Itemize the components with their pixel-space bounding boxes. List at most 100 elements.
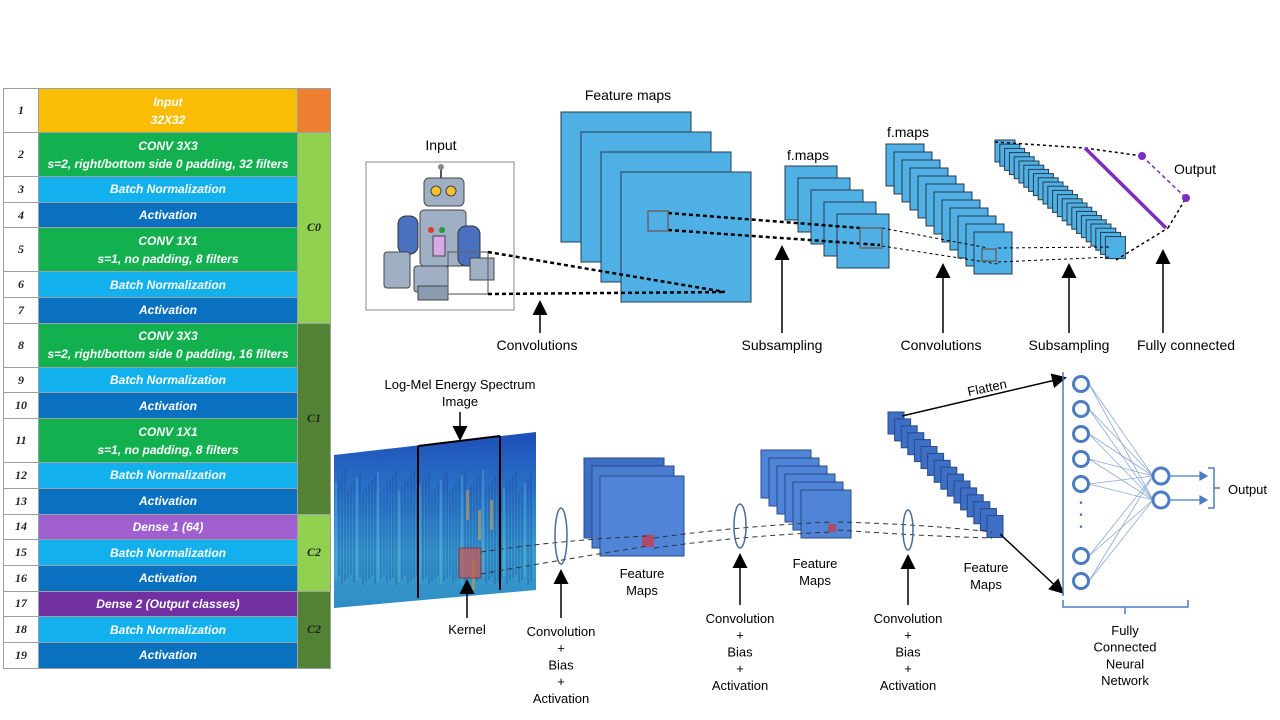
fmaps-1-stack: [784, 165, 890, 269]
feature-map: [1104, 236, 1126, 260]
operation-label-line: +: [736, 661, 744, 676]
ellipsis-dot-2: •: [1079, 510, 1083, 521]
layer-description-line: Batch Normalization: [109, 468, 226, 483]
layer-description: Activation: [38, 297, 298, 324]
table-row: 11 CONV 1X1 s=1, no padding, 8 filters: [3, 418, 331, 464]
operation-label-line: Bias: [727, 644, 753, 659]
subsampling-2-label: Subsampling: [1029, 337, 1110, 353]
robot-image: [365, 161, 515, 311]
block-group-label: C0: [297, 132, 331, 324]
layer-description-line: Batch Normalization: [109, 373, 226, 388]
layer-number: 15: [3, 539, 39, 566]
fc-connection: [1088, 458, 1154, 477]
feature-maps-stage-1: [583, 457, 685, 557]
table-row: 19 Activation: [3, 641, 331, 669]
operation-labels: Convolution+Bias+ActivationConvolution+B…: [527, 611, 943, 706]
block-group-label: C2: [297, 590, 331, 669]
layer-number: 1: [3, 88, 39, 133]
block-group-label: C1: [297, 322, 331, 515]
operation-arrows: [553, 553, 916, 618]
fc-connection: [1088, 475, 1154, 557]
projection-lines: [487, 211, 881, 296]
operation-label-line: Convolution: [874, 611, 943, 626]
spectrogram-image: [334, 432, 536, 608]
spectrum-label-2: Image: [442, 394, 478, 409]
operation-label-line: Activation: [712, 678, 768, 693]
conv-window-3: [981, 248, 997, 262]
block-group-label: [297, 88, 331, 133]
operation-label-line: +: [904, 628, 912, 643]
fc-connection: [1088, 475, 1154, 485]
layer-description-line: 32X32: [150, 112, 186, 127]
layer-description-line: s=2, right/bottom side 0 padding, 16 fil…: [47, 347, 289, 362]
layer-number: 8: [3, 322, 39, 368]
layer-description-line: CONV 1X1: [138, 424, 198, 439]
layer-description-line: CONV 3X3: [138, 138, 198, 153]
layer-description-line: Activation: [138, 208, 197, 223]
fcnn-label-line: Fully: [1111, 623, 1139, 638]
feature-maps-3-line1: Feature: [964, 560, 1009, 575]
fc-connection: [1088, 433, 1154, 477]
operation-label-line: Convolution: [706, 611, 775, 626]
layer-description: Activation: [38, 487, 298, 515]
fully-connected-label: Fully connected: [1137, 337, 1235, 353]
fc-node: [1072, 572, 1090, 590]
feature-maps-1-line2: Maps: [626, 583, 658, 598]
feature-maps-stage-2: [760, 449, 852, 539]
layer-number: 11: [3, 418, 39, 464]
layer-description: Activation: [38, 201, 298, 229]
fmaps-1-label: f.maps: [787, 147, 829, 163]
fcnn-label-line: Neural: [1106, 656, 1144, 671]
operation-label-line: Activation: [533, 691, 589, 706]
feature-map: [800, 489, 852, 539]
fully-connected-block: [994, 141, 1190, 261]
fc-connection: [1088, 408, 1154, 501]
feature-map: [973, 231, 1013, 275]
operation-label-line: Bias: [548, 657, 574, 672]
layer-number: 12: [3, 462, 39, 489]
feature-maps-2-line2: Maps: [799, 573, 831, 588]
layer-description-line: Activation: [138, 398, 197, 413]
layer-description-line: Activation: [138, 648, 197, 663]
ellipsis-dot-3: •: [1079, 522, 1083, 533]
conv-window-1: [647, 210, 669, 232]
layer-description: CONV 1X1 s=1, no padding, 8 filters: [38, 418, 298, 464]
fc-input-nodes: [1072, 375, 1090, 590]
fc-connection: [1088, 383, 1154, 477]
block-group-label: C2: [297, 513, 331, 592]
output-arrows: [1170, 470, 1209, 506]
layer-number: 19: [3, 641, 39, 669]
output-node-2: [1151, 490, 1171, 510]
lenet-diagram: Input Feature maps f.maps: [365, 87, 1235, 353]
spectrogram-highlight: [478, 510, 481, 540]
fc-connection: [1088, 475, 1154, 582]
fmaps-2-label: f.maps: [887, 124, 929, 140]
fc-node: [1072, 425, 1090, 443]
layer-description: Batch Normalization: [38, 271, 298, 299]
fc-connection: [1088, 433, 1154, 501]
bottom-output-label: Output: [1228, 482, 1267, 497]
ellipsis-dot-1: •: [1079, 498, 1083, 509]
layer-description-line: s=1, no padding, 8 filters: [97, 442, 239, 457]
top-output-label: Output: [1174, 161, 1216, 177]
kernel-highlight: [828, 524, 836, 532]
kernel-label: Kernel: [448, 622, 486, 637]
layer-description: Batch Normalization: [38, 176, 298, 203]
feature-maps-stack: [560, 111, 752, 303]
